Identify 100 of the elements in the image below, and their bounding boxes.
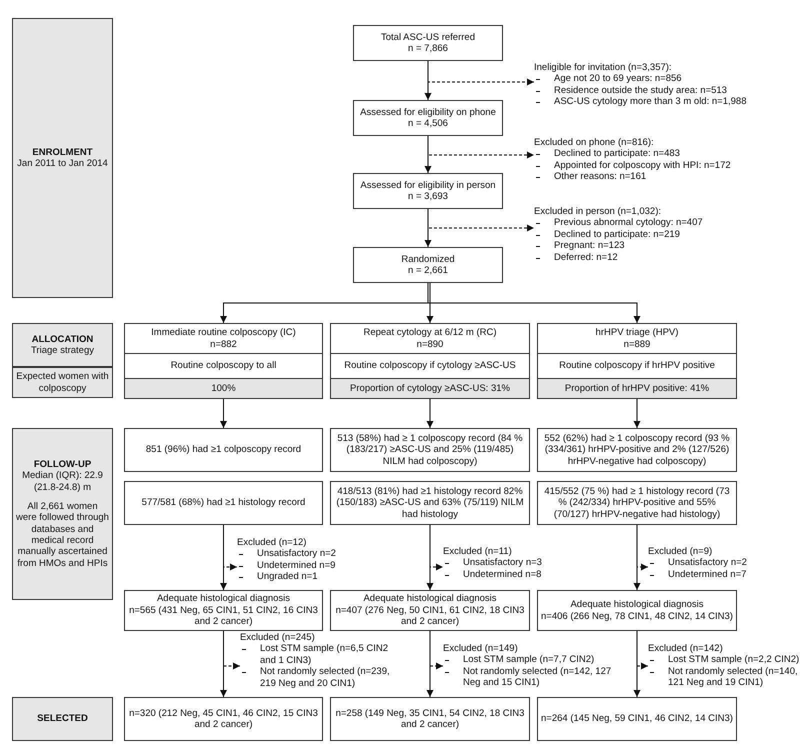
list-item: Appointed for colposcopy with HPI: n=172 <box>534 160 731 172</box>
dashed-arrow <box>223 524 238 570</box>
box-text: Immediate routine colposcopy (IC) <box>151 327 296 338</box>
arrow <box>220 398 227 428</box>
box-text: n=889 <box>624 338 650 350</box>
list-item: Undetermined n=9 <box>237 560 336 572</box>
dashed-arrow <box>428 60 534 86</box>
stage-heading: ENROLMENT <box>32 146 93 158</box>
box-text: Proportion of hrHPV positive: 41% <box>564 382 710 394</box>
process-box <box>124 428 323 472</box>
list-item: Other reasons: n=161 <box>534 171 646 183</box>
process-box <box>537 697 737 741</box>
list-item: Declined to participate: n=219 <box>534 228 680 240</box>
dashed-arrow <box>430 630 444 670</box>
note-heading: Excluded (n=12) <box>237 537 306 548</box>
list-item: Ungraded n=1 <box>237 571 318 583</box>
list-item: Not randomly selected (n=142, 127 Neg and 15 CIN1) <box>443 666 629 689</box>
list-item: Deferred: n=12 <box>534 252 618 263</box>
process-box <box>537 323 737 354</box>
list-item: Not randomly selected (n=239, 219 Neg and 20 CIN1) <box>240 666 390 689</box>
box-text: Randomized <box>401 254 455 265</box>
note-heading: Excluded (n=149) <box>443 643 518 654</box>
process-box <box>353 247 503 283</box>
list-item: Unsatisfactory n=2 <box>237 548 336 560</box>
box-text: 851 (96%) had ≥1 colposcopy record <box>146 444 302 456</box>
result-box <box>537 378 737 399</box>
box-text: Adequate histological diagnosis <box>156 593 290 605</box>
note-heading: Excluded (n=11) <box>443 546 512 558</box>
box-text: Repeat cytology at 6/12 m (RC) <box>363 327 497 338</box>
process-box <box>330 590 530 631</box>
process-box <box>330 697 530 741</box>
box-text: Routine colposcopy to all <box>170 360 276 372</box>
process-box <box>124 323 323 354</box>
list-item: Not randomly selected (n=140, 121 Neg and 19 CIN1) <box>648 666 800 689</box>
arrow <box>426 282 434 324</box>
list-item: Undetermined n=7 <box>648 568 746 580</box>
note-heading: Excluded in person (n=1,032): <box>534 206 662 218</box>
box-text: All 2,661 women were followed through databases and medical record manually ascertained from HMOs and HPIs <box>16 500 109 570</box>
stage-heading: Expected women with colposcopy <box>16 371 109 394</box>
process-box <box>353 100 503 136</box>
box-text: n = 2,661 <box>408 265 448 276</box>
list-item: Age not 20 to 69 years: n=856 <box>534 73 682 85</box>
list-item: Unsatisfactory n=3 <box>443 557 542 569</box>
box-text: Total ASC-US referred <box>381 32 475 43</box>
process-box <box>353 173 503 209</box>
box-text: Triage strategy <box>30 345 94 356</box>
box-text: n=565 (431 Neg, 65 CIN1, 51 CIN2, 16 CIN3 and 2 cancer) <box>128 604 319 628</box>
box-text: Assessed for eligibility on phone <box>360 106 496 118</box>
process-box <box>330 353 530 379</box>
box-text: n = 3,693 <box>408 191 448 202</box>
arrow <box>426 398 434 428</box>
process-box <box>537 590 737 631</box>
box-text: n=320 (212 Neg, 45 CIN1, 46 CIN2, 15 CIN3 and 2 cancer) <box>128 708 319 730</box>
dashed-arrow <box>428 208 534 232</box>
box-text: 415/552 (75 %) had ≥ 1 histology record (73 % (242/334) hrHPV-positive and 55% (70/127) hrHPV-negative had histology) <box>543 486 731 520</box>
box-text: n=406 (266 Neg, 78 CIN1, 48 CIN2, 14 CIN3) <box>541 610 733 622</box>
note-heading: Excluded (n=9) <box>648 546 712 558</box>
process-box <box>537 353 737 379</box>
dashed-arrow <box>430 524 444 570</box>
process-box <box>124 353 323 379</box>
box-text: n = 7,866 <box>408 43 448 54</box>
dashed-arrow <box>636 524 648 570</box>
box-text: n=882 <box>210 338 237 350</box>
note-heading: Excluded (n=142) <box>648 643 723 654</box>
dashed-arrow <box>428 136 534 158</box>
list-item: Undetermined n=8 <box>443 568 542 580</box>
box-text: Routine colposcopy if cytology ≥ASC-US <box>344 360 516 372</box>
box-text: hrHPV triage (HPV) <box>596 327 678 338</box>
process-box <box>353 25 503 61</box>
box-text: 100% <box>211 382 236 394</box>
box-text: Proportion of cytology ≥ASC-US: 31% <box>350 382 510 394</box>
process-box <box>537 428 737 472</box>
stage-heading: ALLOCATION <box>32 334 94 345</box>
list-item: Residence outside the study area: n=513 <box>534 84 727 96</box>
list-item: Declined to participate: n=483 <box>534 148 680 160</box>
list-item: ASC-US cytology more than 3 m old: n=1,988 <box>534 96 746 108</box>
process-box <box>124 590 323 631</box>
box-text: 577/581 (68%) had ≥1 histology record <box>142 497 306 509</box>
process-box <box>124 481 323 525</box>
box-text: Assessed for eligibility in person <box>360 180 496 191</box>
list-item: Pregnant: n=123 <box>534 240 625 252</box>
process-box <box>330 428 530 472</box>
list-item: Previous abnormal cytology: n=407 <box>534 217 703 229</box>
box-text: 552 (62%) had ≥ 1 colposcopy record (93 % (334/361) hrHPV-positive and 2% (127/526) hrHPV-negative had colposcopy) <box>543 432 731 468</box>
stage-panel <box>12 323 113 367</box>
list-item: Lost STM sample (n=6,5 CIN2 and 1 CIN3) <box>240 643 390 666</box>
exclusion-note <box>648 643 800 687</box>
list-item: Unsatisfactory n=2 <box>648 557 747 569</box>
stage-heading: SELECTED <box>37 713 88 725</box>
list-item: Lost STM sample (n=2,2 CIN2) <box>648 654 800 666</box>
box-text: Median (IQR): 22.9 (21.8-24.8) m <box>21 470 104 493</box>
arrow <box>634 398 640 428</box>
stage-panel <box>12 428 113 600</box>
box-text: Routine colposcopy if hrHPV positive <box>559 360 715 372</box>
result-box <box>124 378 323 399</box>
box-text: n=264 (145 Neg, 59 CIN1, 46 CIN2, 14 CIN3) <box>541 713 733 725</box>
result-box <box>330 378 530 399</box>
box-text: n = 4,506 <box>408 118 448 130</box>
stage-panel <box>12 697 113 741</box>
box-text: Adequate histological diagnosis <box>570 599 704 610</box>
